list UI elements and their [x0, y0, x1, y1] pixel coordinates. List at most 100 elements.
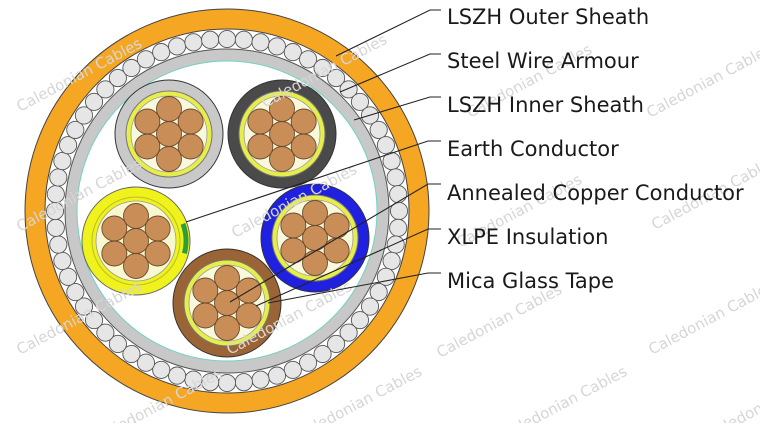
armour-wire: [49, 168, 68, 187]
label-mica-glass-tape: Mica Glass Tape: [447, 269, 614, 293]
armour-wire: [96, 80, 115, 99]
armour-wire: [299, 50, 318, 69]
label-steel-wire-armour: Steel Wire Armour: [447, 49, 639, 73]
armour-wire: [350, 92, 370, 111]
armour-wire: [201, 30, 220, 49]
armour-wire: [234, 30, 253, 49]
copper-strand: [134, 108, 161, 135]
core-black: [227, 79, 337, 189]
conductor-cores: [81, 79, 370, 358]
armour-wire: [283, 360, 302, 379]
armour-wire: [217, 29, 237, 49]
earth-inner-ring: [91, 196, 181, 286]
copper-strand: [123, 253, 149, 279]
armour-wire: [376, 136, 395, 155]
watermark: Caledonian Cables: [643, 40, 760, 121]
armour-wire: [350, 311, 370, 330]
copper-strand: [192, 277, 219, 304]
armour-wire: [53, 152, 72, 171]
copper-strand: [177, 133, 204, 160]
core-grey: [114, 79, 224, 189]
armour-wire: [251, 33, 270, 52]
copper-strand: [214, 290, 240, 316]
label-xlpe-insulation: XLPE Insulation: [447, 225, 608, 249]
copper-strand: [323, 237, 350, 264]
copper-strand: [101, 215, 128, 242]
armour-wire: [46, 218, 65, 237]
armour-wire: [108, 334, 127, 354]
armour-wire: [84, 92, 104, 111]
copper-strand: [101, 240, 128, 267]
leader-steel-wire-armour: [339, 53, 441, 93]
copper-strand: [156, 146, 182, 172]
copper-strand: [144, 240, 171, 267]
copper-strand: [123, 228, 149, 254]
copper-strand: [144, 215, 171, 242]
label-outer-sheath: LSZH Outer Sheath: [447, 5, 649, 29]
armour-wire: [136, 50, 155, 69]
copper-strand: [290, 108, 317, 135]
armour-wire: [386, 168, 405, 187]
copper-strand: [156, 96, 182, 122]
copper-strand: [134, 133, 161, 160]
copper-strand: [269, 96, 295, 122]
copper-strand: [214, 315, 240, 341]
armour-wire: [327, 334, 346, 354]
armour-wire: [122, 344, 141, 364]
armour-wire: [184, 33, 203, 52]
armour-wire: [251, 370, 270, 389]
copper-strand: [280, 212, 307, 239]
copper-strand: [235, 302, 262, 329]
armour-wire: [49, 235, 68, 254]
copper-strand: [290, 133, 317, 160]
armour-wire: [369, 283, 388, 302]
copper-strand: [177, 108, 204, 135]
armour-wire: [59, 267, 78, 286]
leader-lines: [185, 9, 441, 307]
watermark: Caledonian Cables: [498, 362, 630, 423]
armour-wire: [360, 297, 380, 316]
copper-strand: [247, 108, 274, 135]
steel-wire-armour: [45, 29, 409, 393]
armour-wire: [313, 58, 332, 78]
armour-wire: [59, 136, 78, 155]
armour-wire: [96, 323, 115, 342]
armour-wire: [84, 311, 104, 330]
armour-wire: [327, 68, 346, 88]
leader-xlpe-insulation: [255, 228, 441, 307]
label-copper-conductor: Annealed Copper Conductor: [447, 181, 744, 205]
copper-strand: [123, 203, 149, 229]
armour-wire: [136, 353, 155, 372]
armour-wire: [339, 323, 358, 342]
armour-wire: [53, 251, 72, 270]
armour-wire: [386, 235, 405, 254]
watermark: Caledonian Cables: [645, 277, 760, 358]
leader-mica-glass-tape: [267, 272, 441, 304]
leader-outer-sheath: [335, 9, 441, 57]
copper-strand: [269, 121, 295, 147]
armour-wire: [168, 37, 187, 56]
core-blue: [260, 183, 370, 293]
copper-strand: [302, 200, 328, 226]
leader-inner-sheath: [353, 96, 441, 121]
copper-strand: [269, 146, 295, 172]
earth-green-stripe: [180, 222, 189, 254]
watermark: Caledonian Cables: [703, 362, 760, 423]
armour-wire: [283, 43, 302, 62]
armour-wire: [66, 120, 85, 139]
armour-wire: [382, 251, 401, 270]
copper-strand: [192, 302, 219, 329]
armour-wire: [168, 366, 187, 385]
armour-wire: [339, 80, 358, 99]
armour-wire: [389, 218, 408, 237]
armour-wire: [389, 185, 408, 204]
armour-wire: [299, 353, 318, 372]
copper-strand: [323, 212, 350, 239]
armour-wire: [313, 344, 332, 364]
label-earth-conductor: Earth Conductor: [447, 137, 619, 161]
armour-wire: [108, 68, 127, 88]
armour-wire: [369, 120, 388, 139]
copper-strand: [247, 133, 274, 160]
core-brown: [172, 248, 282, 358]
